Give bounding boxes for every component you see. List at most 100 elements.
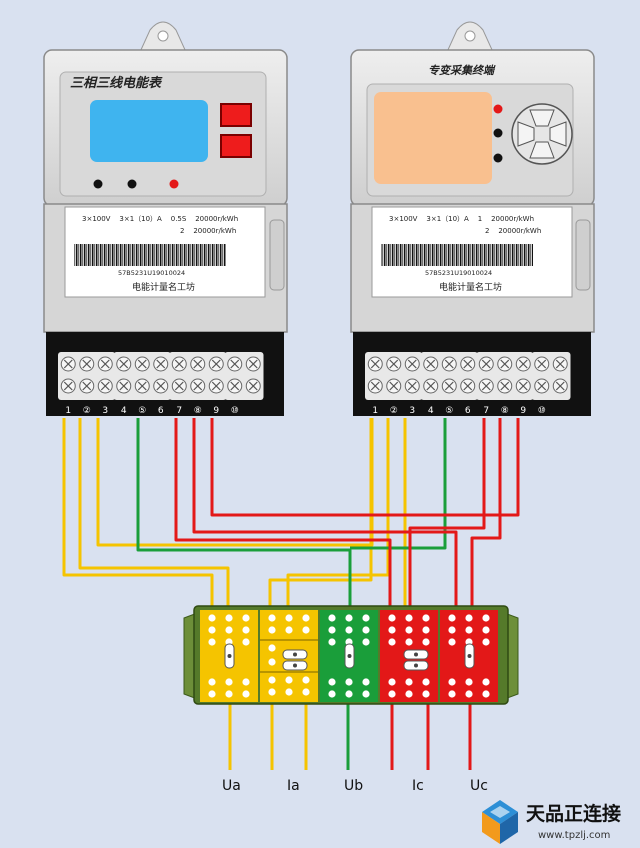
meter-right-indicator-3	[493, 153, 503, 163]
junction-hole	[225, 678, 233, 686]
junction-hole	[422, 678, 430, 686]
junction-hole	[268, 688, 276, 696]
meter-right-terminal-label: 9	[520, 406, 526, 416]
junction-hole	[482, 678, 490, 686]
junction-hole	[328, 614, 336, 622]
junction-hole	[405, 638, 413, 646]
junction-hole	[285, 614, 293, 622]
junction-hole	[345, 626, 353, 634]
junction-hole	[388, 678, 396, 686]
meter-right-terminal-label: 4	[428, 406, 434, 416]
meter-right-barcode	[381, 244, 533, 266]
junction-hole	[302, 688, 310, 696]
junction-hole	[388, 638, 396, 646]
meter-left-terminal-label: ⑩	[231, 406, 239, 416]
meter-right-keypad[interactable]	[511, 103, 573, 165]
junction-hole	[482, 626, 490, 634]
junction-hole	[465, 678, 473, 686]
junction-hole	[482, 638, 490, 646]
junction-hole	[405, 678, 413, 686]
brand-logo: 天品正连接 www.tpzlj.com	[482, 800, 621, 844]
junction-hole	[208, 638, 216, 646]
junction-hole	[345, 614, 353, 622]
junction-hole	[302, 614, 310, 622]
meter-right-terminal-label: 7	[483, 406, 489, 416]
junction-hole	[208, 614, 216, 622]
junction-hole	[405, 614, 413, 622]
junction-hole	[448, 638, 456, 646]
meter-left-terminal-label: 7	[176, 406, 182, 416]
test-junction-box	[183, 605, 519, 705]
junction-hole	[362, 690, 370, 698]
junction-hole	[242, 614, 250, 622]
meter-right-terminal-label: 6	[465, 406, 471, 416]
junction-hole	[328, 626, 336, 634]
junction-hole	[208, 678, 216, 686]
output-label-ub: Ub	[344, 778, 363, 794]
junction-hole	[465, 614, 473, 622]
junction-hole	[285, 676, 293, 684]
junction-hole	[345, 678, 353, 686]
meter-left-indicator-3	[169, 179, 179, 189]
meter-left-terminal-label: 3	[102, 406, 108, 416]
meter-left-barcode	[74, 244, 226, 266]
meter-right-terminal-label: 1	[372, 406, 378, 416]
meter-left-lcd	[90, 100, 208, 162]
meter-left-maker: 电能计量名工坊	[132, 281, 195, 293]
junction-hole	[242, 678, 250, 686]
meter-left-spec-line1: 3×100V 3×1（10）A 0.5S 20000r/kWh	[82, 215, 238, 223]
junction-hole	[328, 678, 336, 686]
meter-right-serial: 57B5231U19010024	[425, 269, 492, 277]
meter-right-terminal-label: ②	[390, 406, 398, 416]
meter-right-lcd	[374, 92, 492, 184]
brand-name: 天品正连接	[526, 802, 621, 825]
wires-phase-c	[174, 418, 520, 612]
meter-right-terminal-label: 3	[409, 406, 415, 416]
junction-hole	[422, 614, 430, 622]
junction-hole	[242, 638, 250, 646]
meter-right-title: 专变采集终端	[428, 64, 496, 77]
junction-hole	[422, 638, 430, 646]
junction-hole	[388, 690, 396, 698]
junction-hole	[405, 626, 413, 634]
junction-hole	[482, 614, 490, 622]
junction-hole	[208, 626, 216, 634]
junction-hole	[345, 690, 353, 698]
brand-url: www.tpzlj.com	[538, 830, 610, 841]
meter-left-button-up[interactable]	[220, 103, 252, 127]
junction-hole	[362, 678, 370, 686]
meter-left-terminal-label: ⑤	[138, 406, 146, 416]
meter-left-button-down[interactable]	[220, 134, 252, 158]
meter-left-terminal-label: 6	[158, 406, 164, 416]
junction-hole	[225, 614, 233, 622]
junction-hole	[225, 690, 233, 698]
meter-left-terminal-label: 9	[213, 406, 219, 416]
junction-hole	[422, 690, 430, 698]
meter-right-indicator-1	[493, 104, 503, 114]
meter-right-terminal-label: ⑩	[538, 406, 546, 416]
junction-hole	[465, 626, 473, 634]
junction-hole	[328, 638, 336, 646]
meter-left-spec-line2: 2 20000r/kWh	[180, 227, 236, 235]
junction-hole	[448, 614, 456, 622]
meter-right-terminal-label: ⑤	[445, 406, 453, 416]
wires-phase-a	[62, 418, 407, 612]
meter-left-terminal-label: 1	[65, 406, 71, 416]
junction-hole	[268, 676, 276, 684]
meter-right: 专变采集终端 3×100V 3×1（10）A 1 20000r/kWh 2 20…	[350, 21, 595, 416]
junction-hole	[242, 626, 250, 634]
output-label-uc: Uc	[470, 778, 488, 794]
output-label-ua: Ua	[222, 778, 241, 794]
junction-hole	[268, 614, 276, 622]
junction-hole	[388, 626, 396, 634]
junction-hole	[285, 688, 293, 696]
junction-hole	[448, 678, 456, 686]
junction-hole	[362, 638, 370, 646]
meter-right-terminal-label: ⑧	[501, 406, 509, 416]
junction-hole	[482, 690, 490, 698]
junction-hole	[422, 626, 430, 634]
meter-left-terminal-label: 4	[121, 406, 127, 416]
meter-left-title: 三相三线电能表	[70, 75, 163, 91]
meter-right-maker: 电能计量名工坊	[439, 281, 502, 293]
meter-right-spec-line2: 2 20000r/kWh	[485, 227, 541, 235]
